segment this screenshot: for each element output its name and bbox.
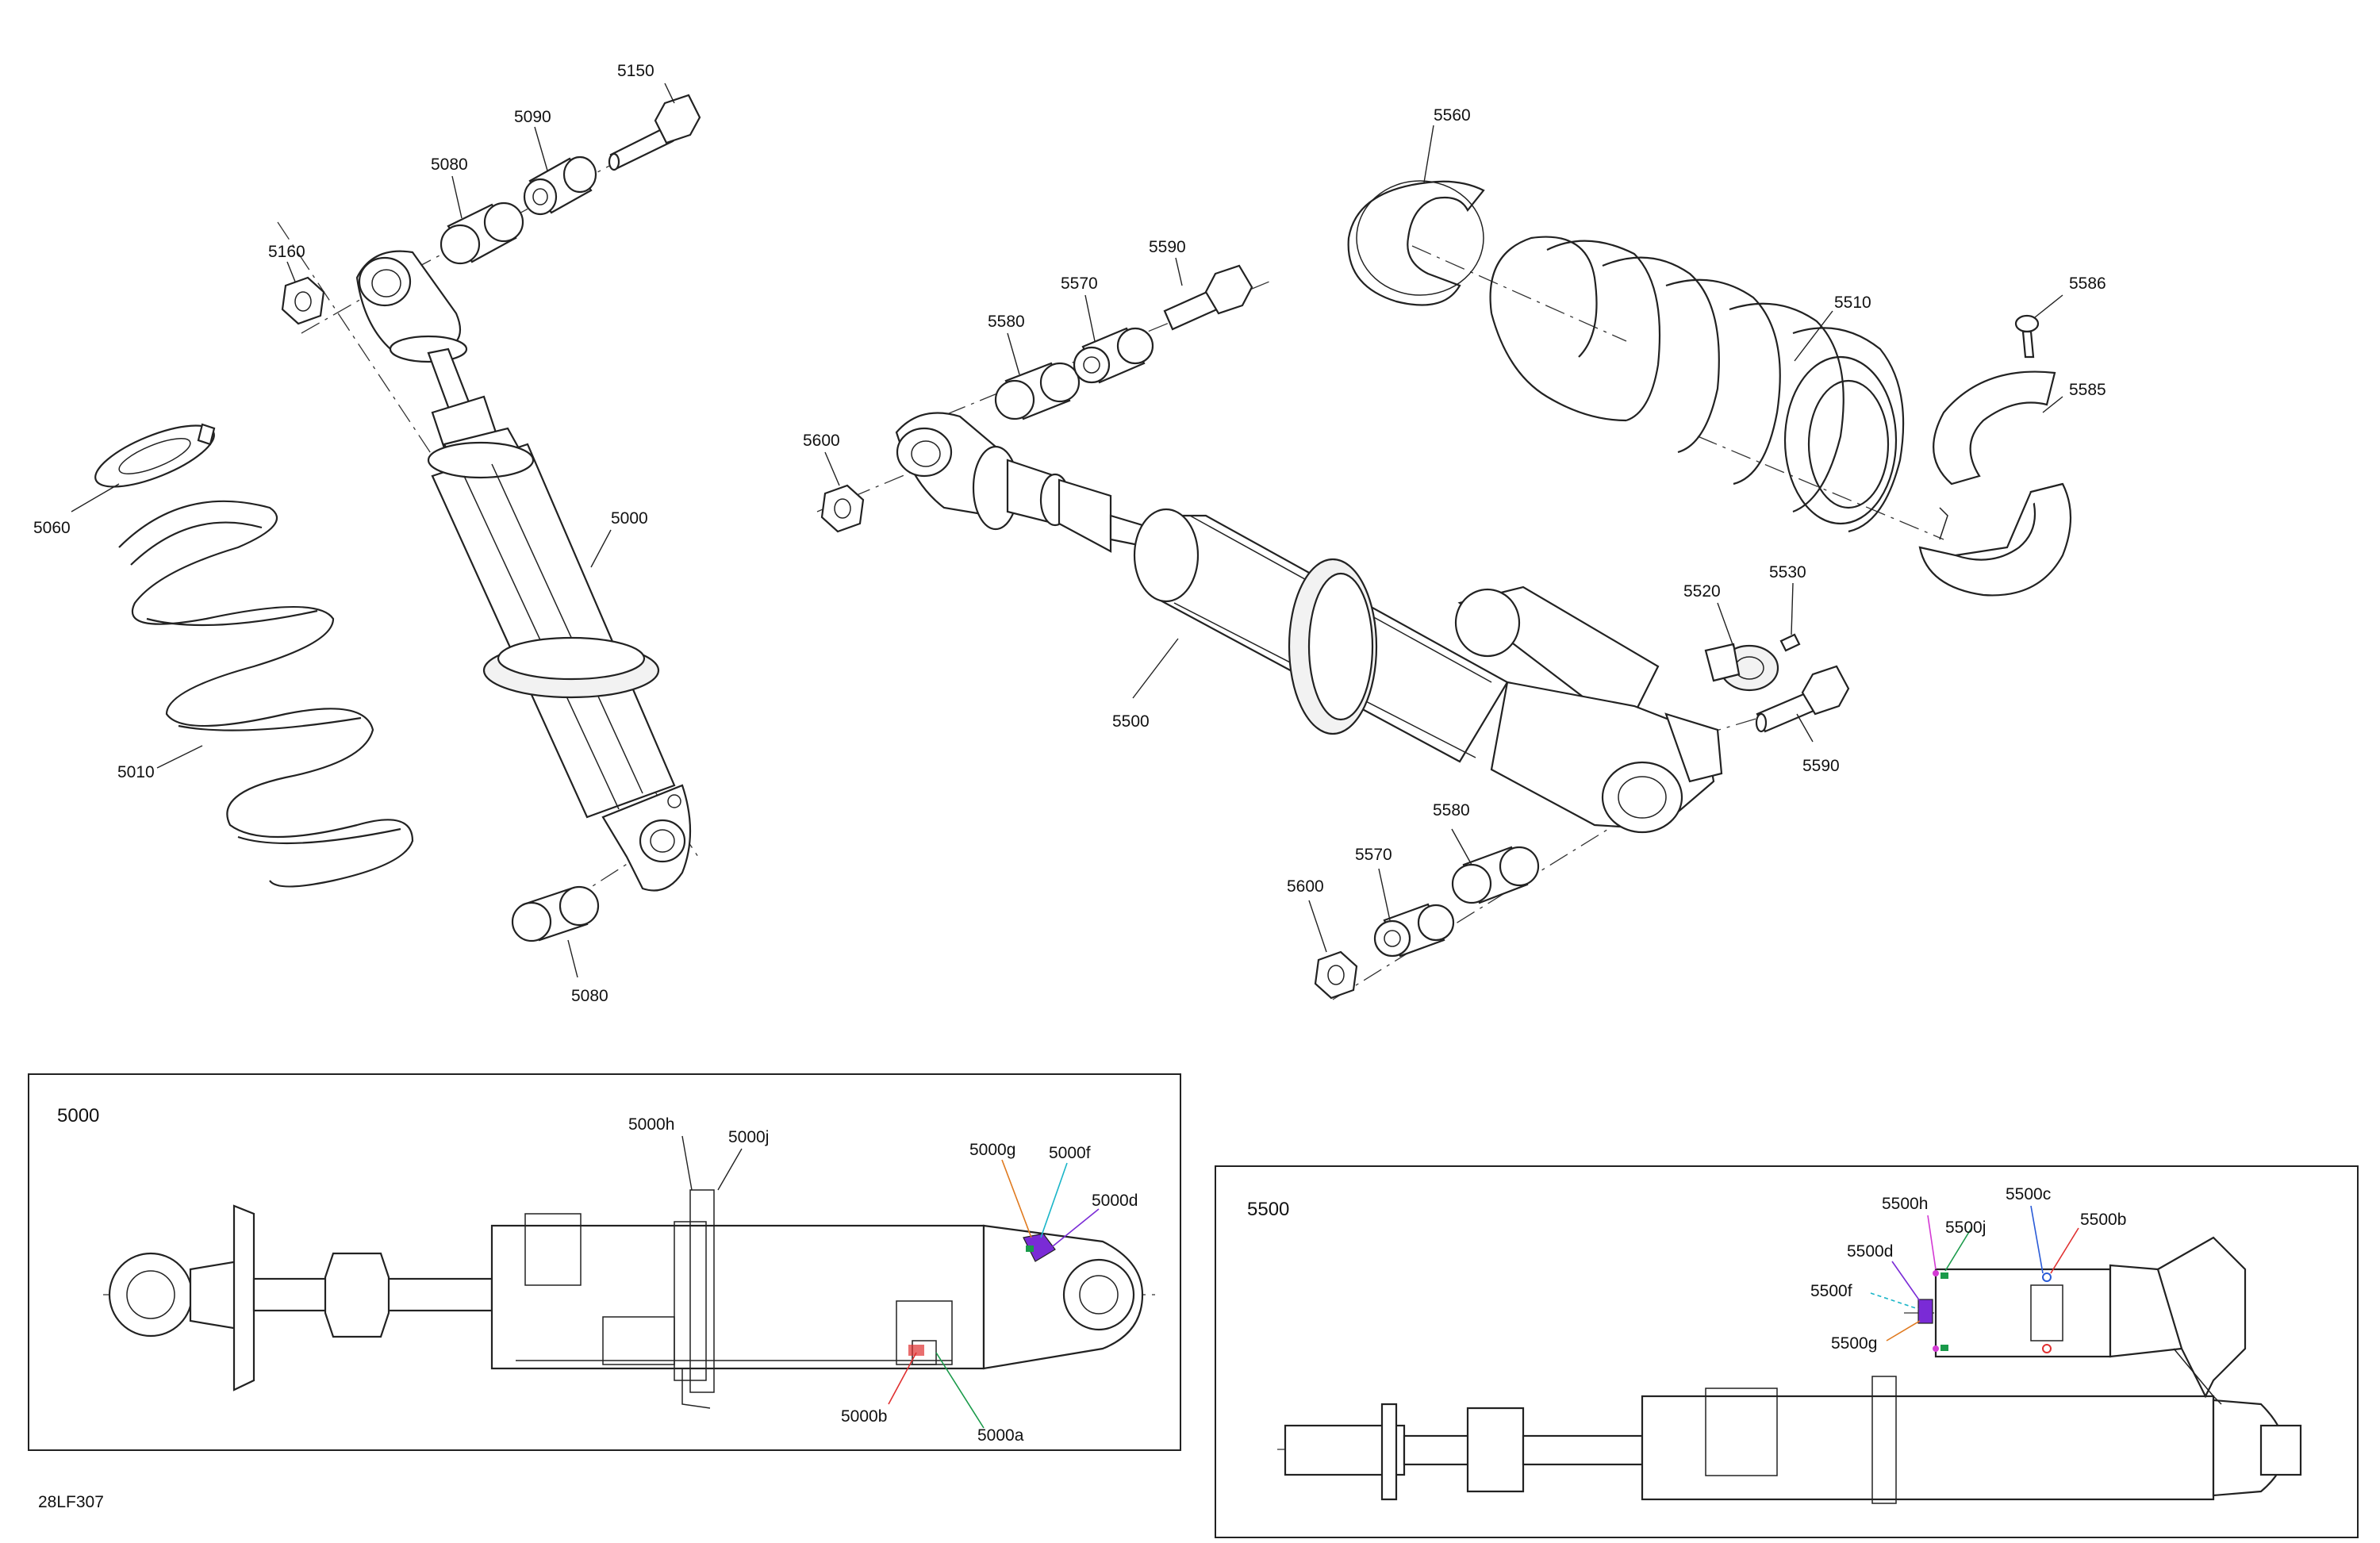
callout-5586: 5586 xyxy=(2069,274,2106,293)
shock-5000-eyelet-top xyxy=(355,250,468,363)
detail-5500-label-g: 5500g xyxy=(1831,1334,1877,1353)
detail-5000-label-f: 5000f xyxy=(1049,1144,1091,1162)
callout-5000: 5000 xyxy=(611,509,648,528)
callout-5520: 5520 xyxy=(1683,582,1721,601)
spacer-5570-top xyxy=(1073,327,1154,384)
callout-5580-top: 5580 xyxy=(988,313,1025,331)
callout-5510: 5510 xyxy=(1834,294,1871,312)
detail-5000-title: 5000 xyxy=(57,1105,99,1127)
seal-5500-piston xyxy=(1917,1299,1933,1324)
shock-5500-assembly xyxy=(816,180,2072,1000)
bolt-5590-bottom xyxy=(1755,665,1850,733)
callout-5500: 5500 xyxy=(1112,712,1150,731)
bushing-5580-top xyxy=(994,362,1081,420)
spring-seat-5060 xyxy=(94,423,216,488)
detail-5500-label-j: 5500j xyxy=(1945,1219,1986,1237)
callout-5080-bottom: 5080 xyxy=(571,987,608,1005)
callout-5580-bottom: 5580 xyxy=(1433,801,1470,819)
bushing-5080-bottom xyxy=(511,885,600,942)
callout-5010: 5010 xyxy=(117,763,155,781)
callout-5585: 5585 xyxy=(2069,381,2106,399)
detail-5500-title: 5500 xyxy=(1247,1199,1289,1220)
spacer-5570-bottom xyxy=(1373,903,1455,958)
callout-5600-top: 5600 xyxy=(803,432,840,450)
shock-5000-assembly xyxy=(94,94,701,942)
nut-5600-bottom xyxy=(1314,950,1358,1000)
screw-5586 xyxy=(2014,314,2040,359)
callout-5090: 5090 xyxy=(514,108,551,126)
shock-5500-body xyxy=(1133,508,1723,834)
detail-5000-label-h: 5000h xyxy=(628,1115,674,1134)
seal-5000-piston xyxy=(1023,1233,1056,1262)
callout-5060: 5060 xyxy=(33,519,71,537)
detail-panel-5000: 5000 5000h 5000j xyxy=(28,1073,1181,1451)
spring-5510 xyxy=(1489,236,1905,533)
callout-5590-top: 5590 xyxy=(1149,238,1186,256)
detail-5000-label-b: 5000b xyxy=(841,1407,887,1426)
spacer-5090 xyxy=(523,155,597,216)
detail-panel-5500: 5500 5500h 5 xyxy=(1215,1165,2359,1538)
detail-5500-label-b: 5500b xyxy=(2080,1211,2126,1229)
callout-labels: 5150 5090 5080 5160 5060 5000 5010 5080 … xyxy=(33,62,2106,1005)
detail-5500-label-f: 5500f xyxy=(1810,1282,1852,1300)
bushing-5580-bottom xyxy=(1451,846,1540,904)
detail-5500-label-d: 5500d xyxy=(1847,1242,1893,1261)
detail-5500-label-c: 5500c xyxy=(2006,1185,2051,1203)
callout-5080-top: 5080 xyxy=(431,155,468,174)
bolt-5150 xyxy=(608,94,701,171)
callout-5150: 5150 xyxy=(617,62,654,80)
callout-5590-bottom: 5590 xyxy=(1802,757,1840,775)
callout-5570-bottom: 5570 xyxy=(1355,846,1392,864)
detail-5000-label-a: 5000a xyxy=(977,1426,1024,1445)
adjuster-knob-5520 xyxy=(1704,643,1779,692)
detail-5000-label-d: 5000d xyxy=(1092,1192,1138,1210)
spring-retainer-5560 xyxy=(1347,180,1485,306)
callout-5570-top: 5570 xyxy=(1061,274,1098,293)
callout-5160: 5160 xyxy=(268,243,305,261)
spring-5010 xyxy=(118,500,414,888)
shock-5500-eyelet xyxy=(895,412,1152,553)
detail-5500-label-h: 5500h xyxy=(1882,1195,1928,1213)
split-collar-5585 xyxy=(1918,370,2072,597)
callout-5530: 5530 xyxy=(1769,563,1806,582)
figure-code: 28LF307 xyxy=(38,1493,104,1511)
shock-5000-body xyxy=(427,441,692,892)
detail-5000-label-j: 5000j xyxy=(728,1128,769,1146)
nut-5160 xyxy=(281,276,325,325)
nut-5600-top xyxy=(820,484,865,533)
detail-5000-label-g: 5000g xyxy=(969,1141,1015,1159)
screw-5530 xyxy=(1779,633,1801,652)
callout-5560: 5560 xyxy=(1434,106,1471,125)
callout-5600-bottom: 5600 xyxy=(1287,877,1324,896)
bushing-5080-top xyxy=(440,202,524,265)
bolt-5590-top xyxy=(1163,264,1253,331)
callout-leaders xyxy=(71,83,2063,978)
